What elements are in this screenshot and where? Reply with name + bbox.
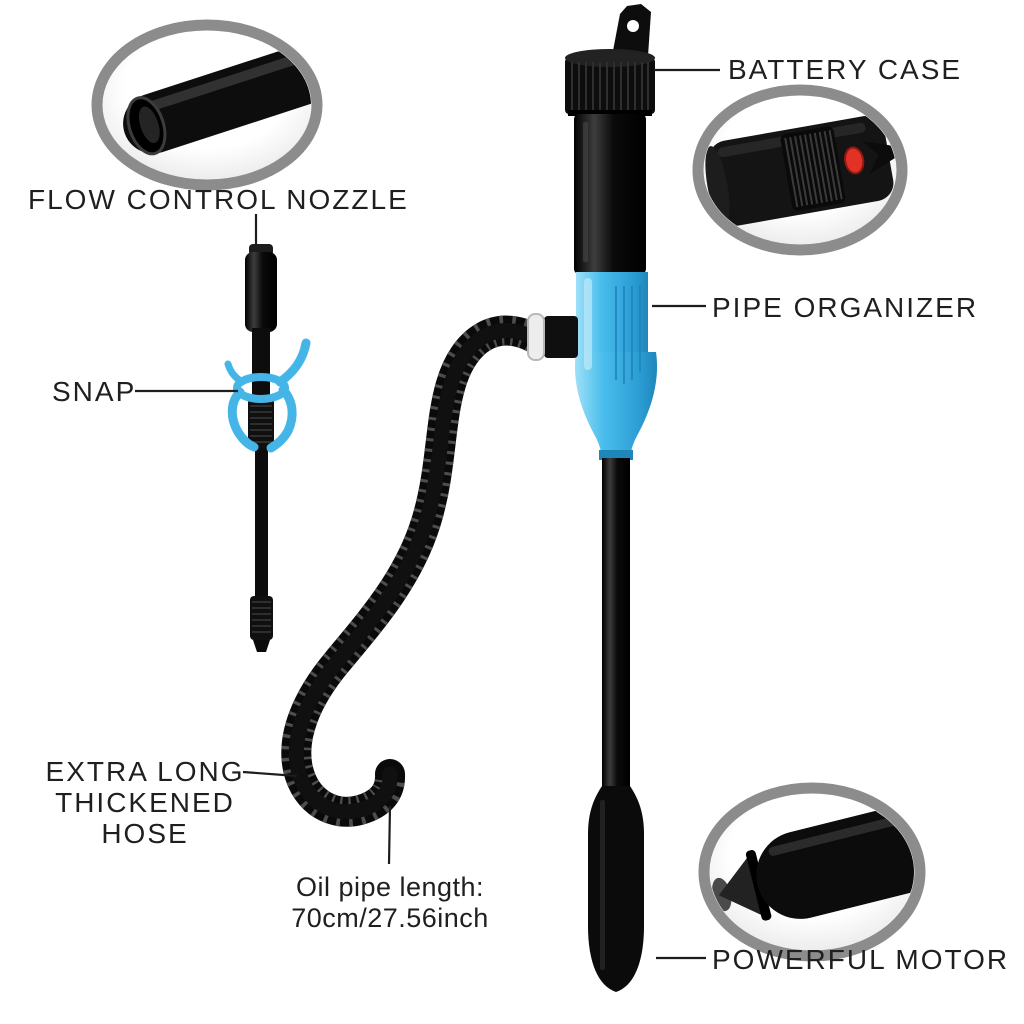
motor-housing [588, 786, 644, 992]
leader-line-length [387, 805, 392, 865]
label-hose-line1: EXTRA LONG [45, 756, 245, 787]
label-hose-line3: HOSE [101, 818, 189, 849]
label-pipe-length: Oil pipe length: 70cm/27.56inch [265, 872, 515, 934]
inset-battery-case [692, 84, 908, 256]
leader-line-hose [242, 770, 298, 778]
hose-connector [527, 313, 578, 361]
battery-cap [565, 49, 655, 116]
label-pipe-length-line2: 70cm/27.56inch [291, 903, 489, 933]
label-hose-line2: THICKENED [55, 787, 235, 818]
label-snap: SNAP [52, 376, 137, 407]
leader-lines [135, 68, 720, 960]
label-powerful-motor: POWERFUL MOTOR [712, 944, 1010, 975]
extra-long-hose [281, 315, 549, 827]
inset-motor [698, 782, 926, 962]
label-extra-long-hose: EXTRA LONG THICKENED HOSE [30, 756, 260, 849]
label-battery-case: BATTERY CASE [728, 54, 963, 85]
inset-nozzle-tip [91, 19, 323, 191]
label-pipe-organizer: PIPE ORGANIZER [712, 292, 979, 323]
label-pipe-length-line1: Oil pipe length: [295, 872, 485, 902]
pump-body [527, 4, 658, 992]
pipe-organizer-part [574, 272, 658, 460]
label-flow-control-nozzle: FLOW CONTROL NOZZLE [28, 184, 409, 215]
power-button [844, 146, 865, 175]
snap-clip [224, 338, 311, 453]
